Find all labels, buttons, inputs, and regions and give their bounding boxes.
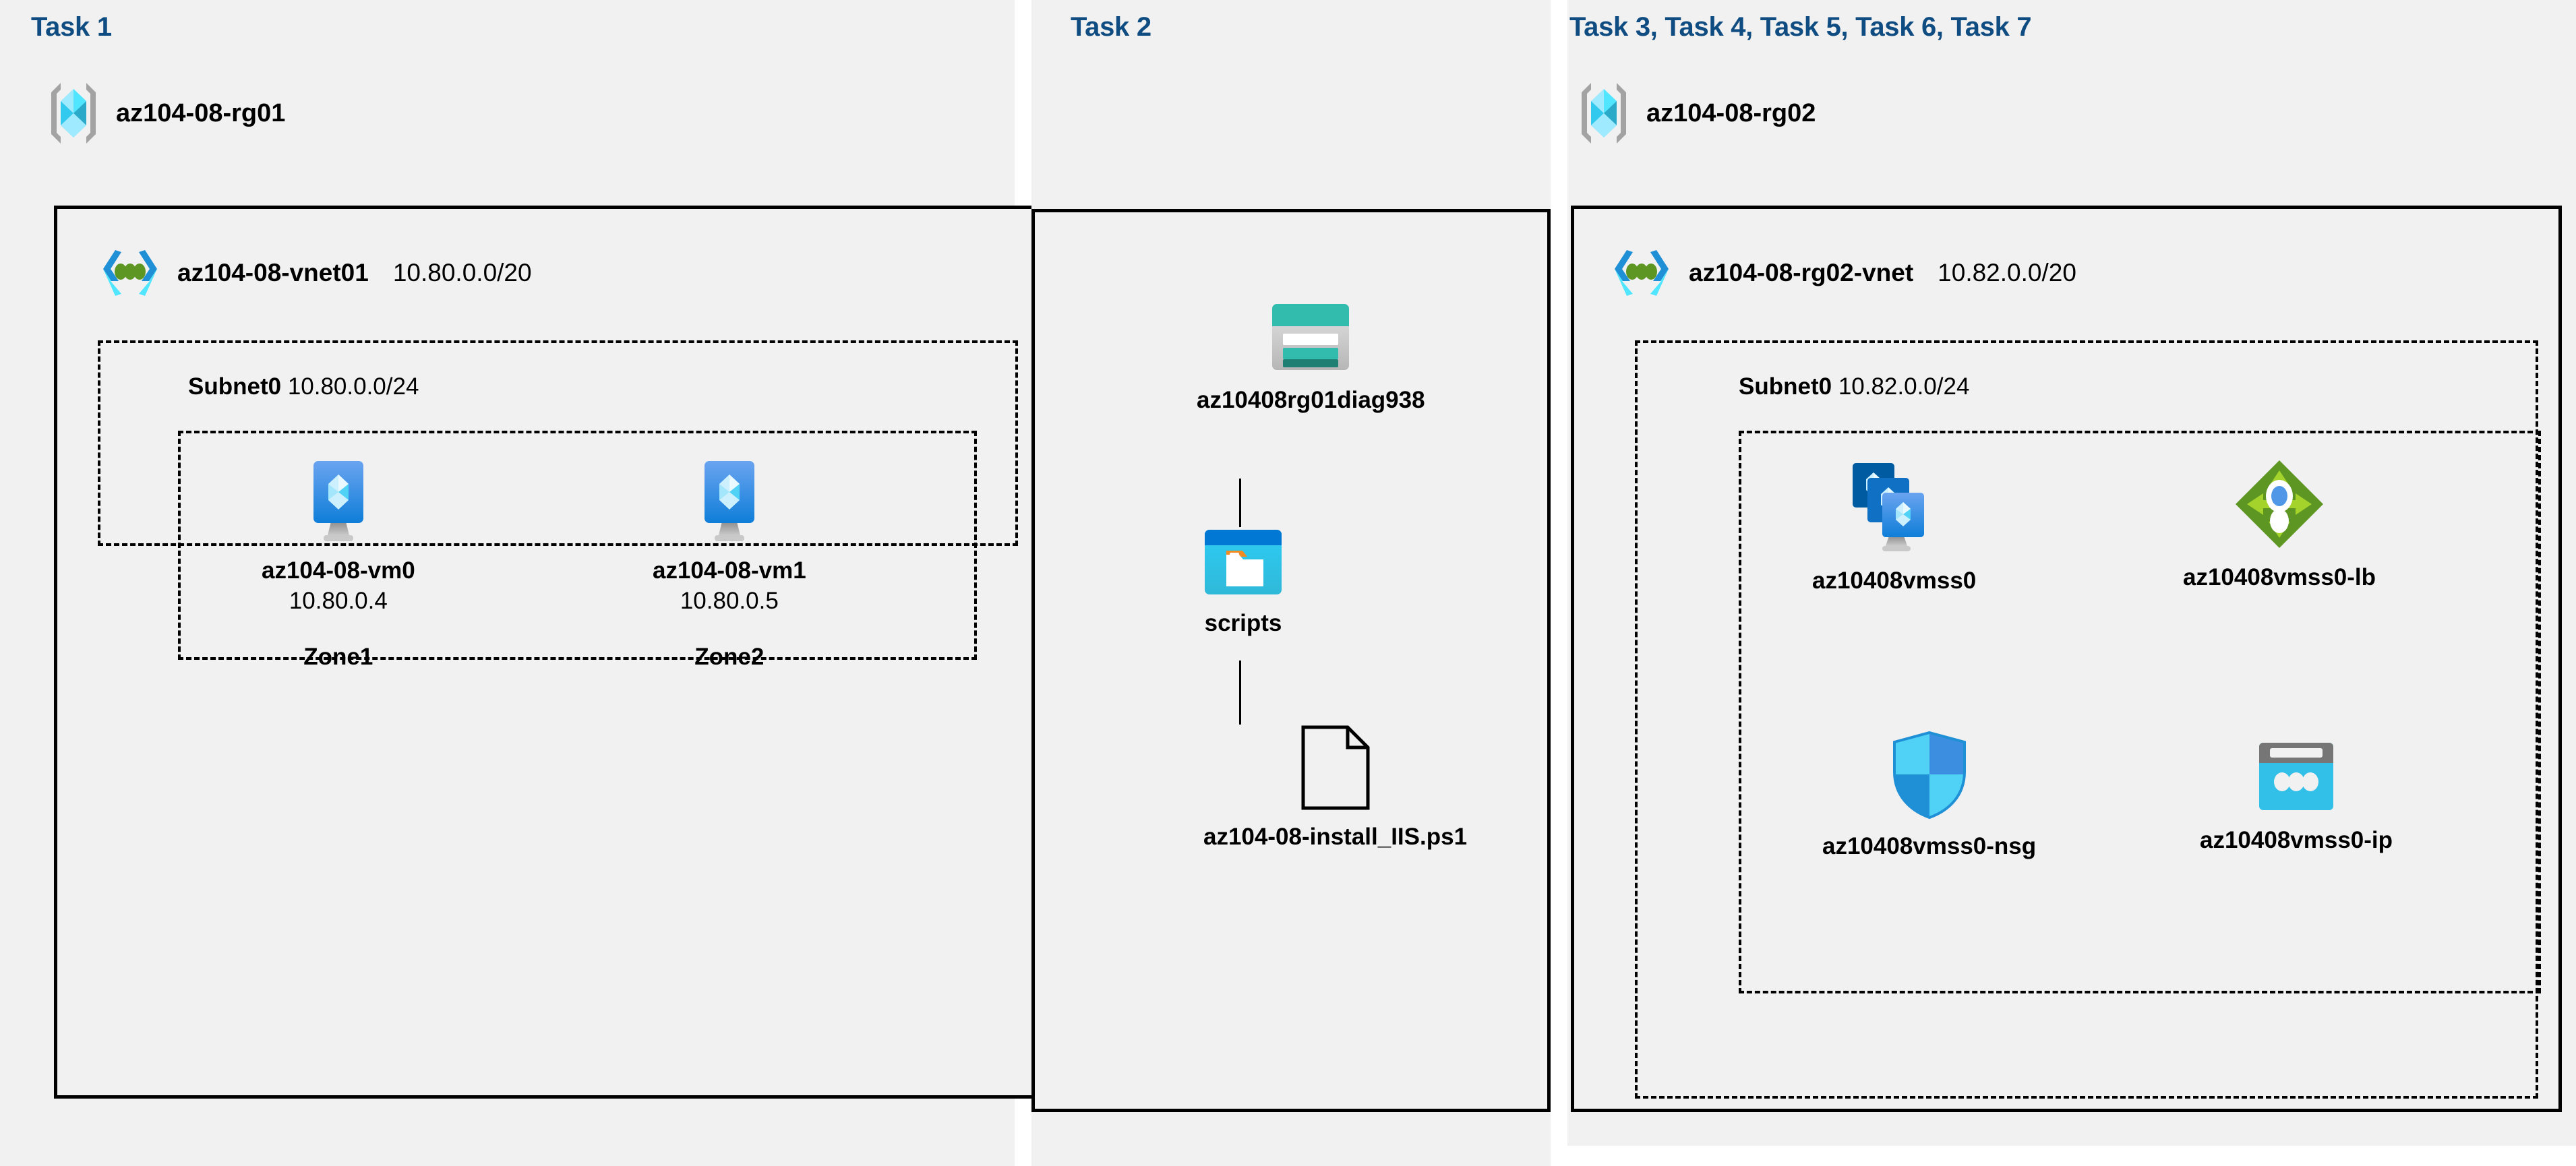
subnet0-name: Subnet0 (1739, 373, 1832, 400)
task2-container: az10408rg01diag938 (1031, 209, 1551, 1112)
vnet01-cidr: 10.80.0.0/20 (392, 259, 532, 286)
vm0-ip: 10.80.0.4 (289, 587, 388, 614)
vm0-zone: Zone1 (303, 644, 373, 671)
resource-group-icon (1578, 81, 1630, 146)
vm-node-vm1[interactable]: az104-08-vm1 10.80.0.5 Zone2 (653, 457, 806, 671)
blob-container-caption: scripts (1205, 609, 1282, 638)
task1-heading: Task 1 (31, 12, 112, 42)
storage-account-caption: az10408rg01diag938 (1197, 386, 1425, 415)
vnet02-container: az104-08-rg02-vnet 10.82.0.0/20 Subnet0 … (1571, 206, 2562, 1112)
vm1-ip: 10.80.0.5 (680, 587, 779, 614)
virtual-machine-icon (692, 457, 767, 545)
virtual-machine-icon (301, 457, 376, 545)
vmss-resources-container: az10408vmss0 (1739, 431, 2541, 993)
load-balancer-name: az10408vmss0-lb (2183, 564, 2376, 590)
vm1-zone: Zone2 (694, 644, 765, 671)
connector-container-to-file (1239, 661, 1241, 725)
vm1-name: az104-08-vm1 (653, 557, 806, 584)
public-ip-name: az10408vmss0-ip (2200, 827, 2393, 853)
subnet0-cidr: 10.80.0.0/24 (287, 373, 419, 400)
public-ip-caption: az10408vmss0-ip (2200, 826, 2393, 855)
vm-node-vm0[interactable]: az104-08-vm0 10.80.0.4 Zone1 (262, 457, 415, 671)
load-balancer-node[interactable]: az10408vmss0-lb (2183, 457, 2376, 592)
resource-group-icon (47, 81, 100, 146)
vnet01-name: az104-08-vnet01 (177, 259, 369, 286)
subnet0-vnet01-container: Subnet0 10.80.0.0/24 (98, 340, 1018, 670)
script-file-icon (1299, 725, 1372, 811)
script-file-name: az104-08-install_IIS.ps1 (1203, 824, 1468, 850)
public-ip-node[interactable]: az10408vmss0-ip (2200, 740, 2393, 855)
storage-account-icon (1268, 300, 1353, 374)
load-balancer-caption: az10408vmss0-lb (2183, 563, 2376, 592)
subnet0-vnet02-container: Subnet0 10.82.0.0/24 (1635, 340, 2541, 1099)
nsg-caption: az10408vmss0-nsg (1822, 832, 2036, 861)
vnet02-header: az104-08-rg02-vnet 10.82.0.0/20 (1609, 246, 2076, 300)
nsg-name: az10408vmss0-nsg (1822, 833, 2037, 859)
vm0-caption: az104-08-vm0 10.80.0.4 Zone1 (262, 557, 415, 671)
script-file-caption: az104-08-install_IIS.ps1 (1203, 823, 1467, 852)
resource-group-name: az104-08-rg01 (116, 98, 286, 127)
public-ip-address-icon (2256, 740, 2336, 814)
vm1-caption: az104-08-vm1 10.80.0.5 Zone2 (653, 557, 806, 671)
virtual-network-icon (1609, 246, 1674, 300)
vmss-name: az10408vmss0 (1812, 567, 1977, 594)
vm0-name: az104-08-vm0 (262, 557, 415, 584)
vm-scale-set-icon (1847, 460, 1942, 555)
vnet02-name: az104-08-rg02-vnet (1689, 259, 1914, 286)
blob-container-icon (1202, 527, 1284, 597)
script-file-node[interactable]: az104-08-install_IIS.ps1 (1203, 725, 1467, 852)
connector-storage-to-container (1239, 479, 1241, 527)
vmss-node[interactable]: az10408vmss0 (1812, 460, 1976, 596)
subnet0-vnet02-label: Subnet0 10.82.0.0/24 (1739, 373, 1969, 400)
blob-container-node[interactable]: scripts (1202, 527, 1284, 638)
blob-container-name: scripts (1204, 610, 1282, 636)
storage-account-name: az10408rg01diag938 (1197, 387, 1425, 413)
availability-zones-container: az104-08-vm0 10.80.0.4 Zone1 (178, 431, 977, 670)
task2-heading: Task 2 (1071, 12, 1151, 42)
resource-group-rg02: az104-08-rg02 (1578, 81, 1816, 146)
vnet01-header: az104-08-vnet01 10.80.0.0/20 (98, 246, 532, 300)
subnet0-name: Subnet0 (188, 373, 282, 400)
storage-account-node[interactable]: az10408rg01diag938 (1197, 300, 1425, 415)
vnet02-cidr: 10.82.0.0/20 (1938, 259, 2076, 286)
nsg-node[interactable]: az10408vmss0-nsg (1822, 730, 2036, 861)
task3-heading: Task 3, Task 4, Task 5, Task 6, Task 7 (1569, 12, 2032, 42)
subnet0-cidr: 10.82.0.0/24 (1838, 373, 1970, 400)
load-balancer-icon (2232, 457, 2327, 551)
subnet0-vnet01-label: Subnet0 10.80.0.0/24 (188, 373, 419, 400)
resource-group-rg01: az104-08-rg01 (47, 81, 285, 146)
network-security-group-icon (1890, 730, 1969, 820)
resource-group-name: az104-08-rg02 (1646, 98, 1816, 127)
vmss-caption: az10408vmss0 (1812, 567, 1976, 596)
virtual-network-icon (98, 246, 162, 300)
